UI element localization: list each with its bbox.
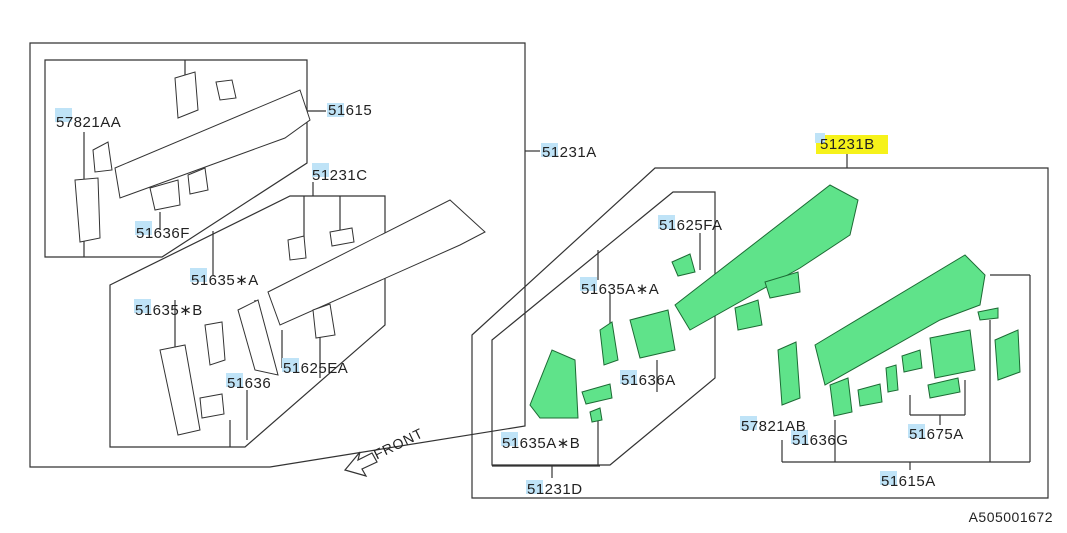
part-bracket-small xyxy=(215,79,237,101)
label-51231D[interactable]: 51231D xyxy=(527,481,583,498)
label-51635A-star-A[interactable]: 51635A∗A xyxy=(581,281,660,298)
label-51636F[interactable]: 51636F xyxy=(136,225,190,242)
part-gusset-lower xyxy=(287,235,307,261)
frame-51231D xyxy=(491,191,716,466)
label-51675A[interactable]: 51675A xyxy=(909,426,964,443)
label-highlight xyxy=(880,471,897,485)
part-gusset xyxy=(187,167,209,195)
part-51636 xyxy=(204,321,226,366)
label-highlight xyxy=(620,370,637,384)
label-51635-star-A[interactable]: 51635∗A xyxy=(191,272,259,289)
label-highlight xyxy=(501,432,518,446)
part-clip-green xyxy=(589,407,603,423)
label-highlight xyxy=(740,416,757,430)
part-51635A-star-A xyxy=(599,321,619,366)
part-51615A-lower-rail xyxy=(814,254,986,386)
diagram-code: A505001672 xyxy=(968,509,1053,525)
part-right-bracket xyxy=(994,329,1021,381)
label-highlight xyxy=(815,133,825,143)
part-bracket-lower xyxy=(237,299,279,376)
part-51231C-rail xyxy=(267,199,486,326)
part-51675A-small xyxy=(901,349,923,373)
part-gusset-lower-2 xyxy=(329,227,355,247)
label-51625FA[interactable]: 51625FA xyxy=(659,217,723,234)
part-gusset-green xyxy=(857,383,883,407)
label-highlight xyxy=(658,215,675,229)
part-51635A-star-B xyxy=(529,349,579,419)
label-51636G[interactable]: 51636G xyxy=(792,432,849,449)
label-51625EA[interactable]: 51625EA xyxy=(283,360,349,377)
part-51636A xyxy=(629,309,676,359)
label-highlight xyxy=(134,299,151,313)
frame-51231C xyxy=(109,195,386,448)
label-51615A[interactable]: 51615A xyxy=(881,473,936,490)
part-51675A-bracket xyxy=(929,329,976,379)
part-clip-green-2 xyxy=(885,364,899,393)
label-highlight xyxy=(541,143,558,157)
frame-51231B xyxy=(471,167,1049,499)
part-51636F xyxy=(149,179,181,211)
part-51625FA xyxy=(671,253,696,277)
label-51636A[interactable]: 51636A xyxy=(621,372,676,389)
part-51615-rail xyxy=(114,89,311,199)
frame-51231A xyxy=(29,42,526,468)
label-highlight xyxy=(908,424,925,438)
label-57821AA[interactable]: 57821AA xyxy=(56,114,122,131)
part-clip-lower xyxy=(199,393,225,419)
part-51231B-upper-rail xyxy=(674,184,859,331)
label-highlight xyxy=(226,373,243,387)
part-clip xyxy=(92,141,113,173)
label-highlight xyxy=(791,430,808,444)
label-highlight xyxy=(526,480,543,494)
label-57821AB[interactable]: 57821AB xyxy=(741,418,807,435)
front-arrow-icon xyxy=(343,451,378,477)
label-51231A[interactable]: 51231A xyxy=(542,144,597,161)
part-clip-green-3 xyxy=(977,307,999,321)
label-highlight xyxy=(190,268,207,282)
part-51635-star-B xyxy=(159,344,201,436)
part-bracket-upper xyxy=(174,71,199,119)
selected-label-highlight xyxy=(816,135,888,154)
label-51231B[interactable]: 51231B xyxy=(820,136,875,153)
part-bracket-mid-2 xyxy=(764,271,801,299)
part-57821AB xyxy=(777,341,801,406)
part-57821AA xyxy=(74,177,101,243)
label-51635A-star-B[interactable]: 51635A∗B xyxy=(502,435,581,452)
label-highlight xyxy=(580,277,597,291)
part-small-bracket-1 xyxy=(581,383,613,405)
label-51636[interactable]: 51636 xyxy=(227,375,272,392)
frame-upper-left xyxy=(44,59,308,258)
part-51625EA xyxy=(312,303,336,339)
label-highlight xyxy=(55,108,72,122)
part-51675A-plate xyxy=(927,377,961,399)
label-51615[interactable]: 51615 xyxy=(328,102,373,119)
label-51231C[interactable]: 51231C xyxy=(312,167,368,184)
label-highlight xyxy=(282,358,299,372)
label-highlight xyxy=(135,221,152,235)
part-bracket-mid xyxy=(734,299,763,331)
label-51635-star-B[interactable]: 51635∗B xyxy=(135,302,203,319)
label-highlight xyxy=(327,103,344,117)
part-51636G xyxy=(829,377,853,417)
label-highlight xyxy=(312,163,329,177)
